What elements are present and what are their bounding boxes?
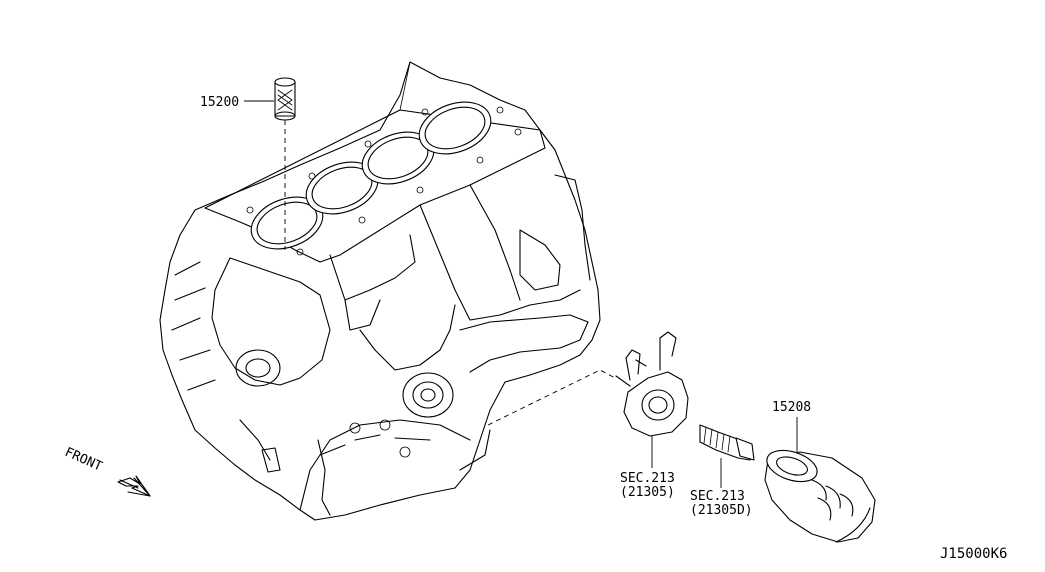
front-label: FRONT [62, 445, 104, 475]
part-15200 [244, 77, 296, 250]
label-sec-cooler-1: SEC.213 [620, 471, 675, 486]
label-15200: 15200 [200, 95, 239, 110]
label-15208: 15208 [772, 400, 811, 415]
cylinder-bores [250, 101, 492, 250]
oil-cooler [615, 331, 689, 468]
head-bolt-holes [246, 106, 522, 256]
oil-filter-15208 [764, 417, 876, 543]
cylinder-block [159, 61, 601, 521]
label-sec-bolt-1: SEC.213 [690, 489, 745, 504]
arrow-down-right-icon [117, 475, 151, 497]
diagram-code: J15000K6 [940, 546, 1007, 562]
connector-bolt [699, 424, 755, 488]
front-indicator: FRONT [62, 445, 151, 497]
label-sec-bolt-2: (21305D) [690, 503, 753, 518]
cooler-connection-line [487, 369, 616, 426]
label-sec-cooler-2: (21305) [620, 485, 675, 500]
